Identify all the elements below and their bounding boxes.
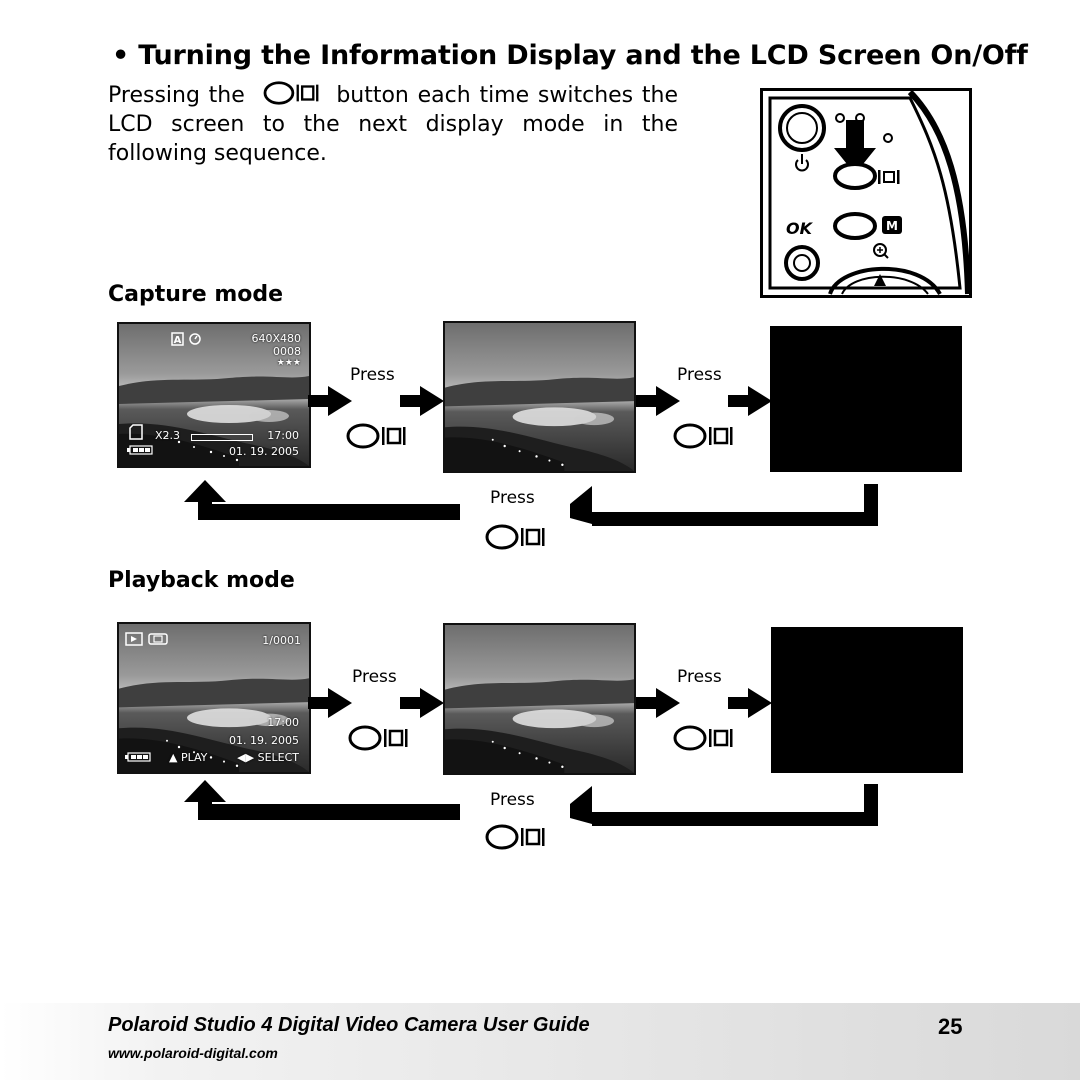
arrow-right-icon <box>636 386 680 416</box>
intro-text-before: Pressing the <box>108 83 245 108</box>
return-arrow-icon <box>184 480 878 526</box>
return-arrow-icon <box>184 780 878 826</box>
playback-mode-heading: Playback mode <box>108 568 295 593</box>
capture-lcd-screen-off <box>770 326 962 472</box>
guide-title: Polaroid Studio 4 Digital Video Camera U… <box>108 1014 590 1036</box>
time-readout: 17:00 <box>267 429 299 442</box>
footer-band <box>0 1003 1080 1080</box>
time-readout: 17:00 <box>267 716 299 729</box>
zoom-bar <box>191 434 253 441</box>
play-hint: ▲ PLAY <box>169 751 208 764</box>
playback-icon <box>125 632 168 646</box>
display-button-icon <box>672 724 734 752</box>
playback-lcd-screen-plain <box>443 623 636 775</box>
svg-text:A: A <box>174 335 182 346</box>
display-button-icon <box>484 523 546 551</box>
arrow-right-icon <box>636 688 680 718</box>
sd-card-icon <box>129 424 143 440</box>
camera-illustration: M OK <box>760 88 972 298</box>
resolution-readout: 640X480 <box>251 332 301 345</box>
arrow-right-icon <box>400 386 444 416</box>
display-button-icon <box>260 80 322 106</box>
battery-icon <box>125 752 151 762</box>
display-button-icon <box>345 422 407 450</box>
press-label: Press <box>490 790 535 810</box>
press-label: Press <box>350 365 395 385</box>
display-button-icon <box>672 422 734 450</box>
landscape-photo <box>445 625 634 773</box>
capture-lcd-screen-plain <box>443 321 636 473</box>
press-label: Press <box>490 488 535 508</box>
capture-lcd-screen-info: A 640X480 0008 ★★★ X2.3 17:00 01. 19. 20… <box>117 322 311 468</box>
page-title: • Turning the Information Display and th… <box>112 40 1028 71</box>
capture-mode-heading: Capture mode <box>108 282 284 307</box>
shot-count-readout: 0008 <box>273 345 301 358</box>
page-number: 25 <box>938 1014 963 1039</box>
auto-mode-icon: A <box>171 332 201 346</box>
website-url: www.polaroid-digital.com <box>108 1045 278 1061</box>
arrow-right-icon <box>728 688 772 718</box>
press-label: Press <box>677 365 722 385</box>
arrow-right-icon <box>400 688 444 718</box>
select-hint: ◀▶ SELECT <box>237 751 299 764</box>
intro-text-after: button each time switches the LCD screen… <box>108 83 678 166</box>
playback-lcd-screen-off <box>771 627 963 773</box>
arrow-right-icon <box>728 386 772 416</box>
arrow-right-icon <box>308 386 352 416</box>
playback-lcd-screen-info: 1/0001 17:00 01. 19. 2005 ▲ PLAY ◀▶ SELE… <box>117 622 311 774</box>
display-button-icon <box>347 724 409 752</box>
quality-stars: ★★★ <box>276 358 301 368</box>
display-button-icon <box>484 823 546 851</box>
press-label: Press <box>677 667 722 687</box>
battery-icon <box>127 445 153 455</box>
ok-label: OK <box>786 219 814 238</box>
date-readout: 01. 19. 2005 <box>229 734 299 747</box>
zoom-readout: X2.3 <box>155 429 181 442</box>
press-label: Press <box>352 667 397 687</box>
landscape-photo <box>445 323 634 471</box>
frame-counter: 1/0001 <box>262 634 301 647</box>
m-button-label: M <box>886 219 898 233</box>
date-readout: 01. 19. 2005 <box>229 445 299 458</box>
intro-paragraph: Pressing the button each time switches t… <box>108 80 678 168</box>
arrow-right-icon <box>308 688 352 718</box>
